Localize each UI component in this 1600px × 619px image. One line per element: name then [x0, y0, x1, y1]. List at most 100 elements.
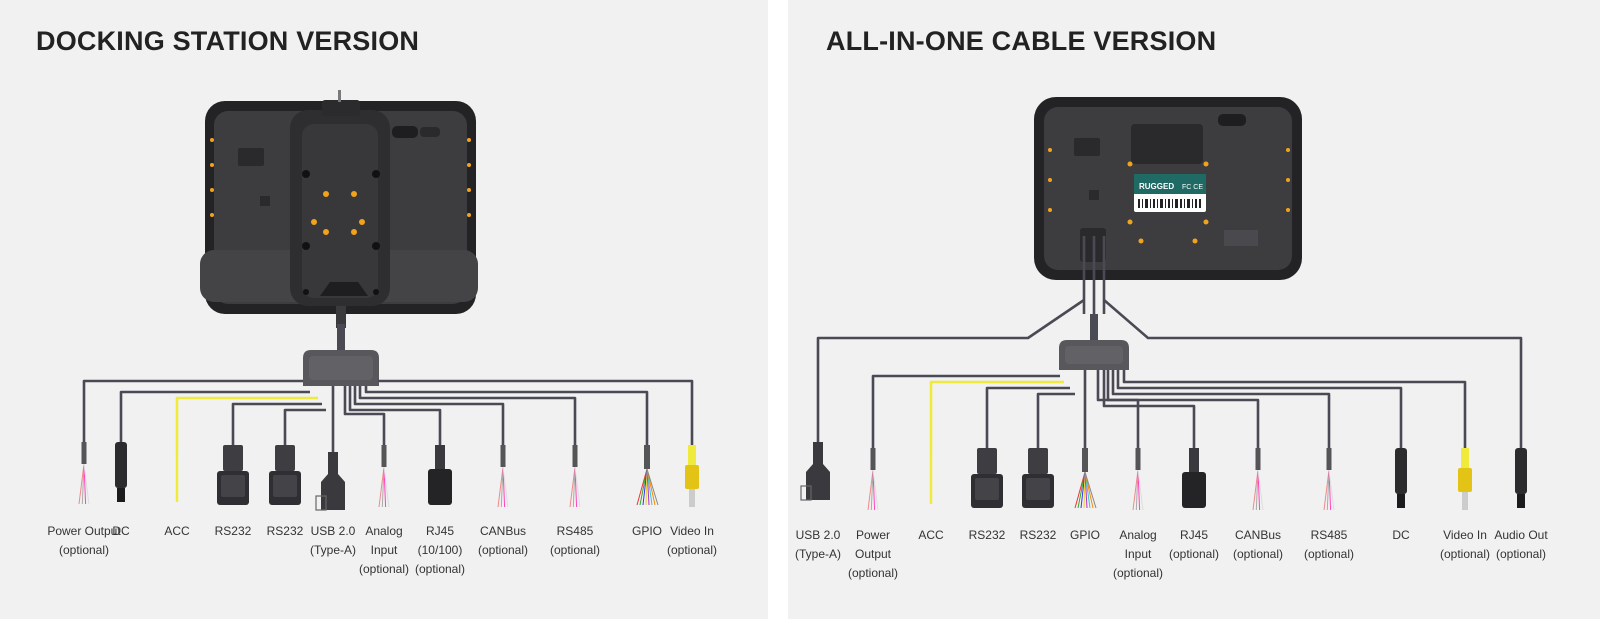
port-label: ACC — [129, 522, 225, 541]
wire-pigtail-icon — [78, 442, 90, 505]
port-label: RJ45 (optional) — [1146, 526, 1242, 564]
wire-pigtail-icon — [1132, 448, 1144, 511]
all-in-one-panel: ALL-IN-ONE CABLE VERSION RUGGED FC CE — [788, 0, 1600, 619]
port-label: RS232 — [990, 526, 1086, 545]
port-label-name: RJ45 — [1179, 528, 1208, 542]
tablet-with-dock-illustration — [200, 90, 478, 328]
port-label-name: RJ45 — [425, 524, 454, 538]
port-label-note: (optional) — [358, 562, 410, 576]
rca-icon — [1458, 448, 1472, 510]
db9-icon — [269, 445, 301, 505]
port-label-name: Analog — [1119, 528, 1157, 542]
port-label: Audio Out (optional) — [1473, 526, 1569, 564]
port-label: RS232 — [237, 522, 333, 541]
docking-station-panel: DOCKING STATION VERSION — [0, 0, 768, 619]
dc-plug-icon — [1395, 448, 1407, 508]
port-label-name: DC — [1392, 528, 1410, 542]
port-label-note: (optional) — [477, 543, 529, 557]
port-label-name: Input — [1124, 547, 1152, 561]
port-label-name: (10/100) — [417, 543, 463, 557]
docking-station-diagram — [78, 90, 699, 511]
docking-station-title: DOCKING STATION VERSION — [36, 26, 420, 56]
product-label-marks: FC CE — [1182, 184, 1203, 191]
db9-icon — [217, 445, 249, 505]
cable-harness — [816, 236, 1523, 454]
dc-plug-icon — [1515, 448, 1527, 508]
port-label-name: CANBus — [479, 524, 526, 538]
port-label: RS485 (optional) — [1281, 526, 1377, 564]
rj45-icon — [428, 445, 452, 505]
port-label-name: Video In — [1443, 528, 1487, 542]
port-label-note: (optional) — [847, 566, 899, 580]
cable-hub-connector — [303, 324, 379, 386]
wire-pigtail-icon — [497, 445, 509, 508]
port-label-name: GPIO — [1069, 528, 1100, 542]
port-label-name: GPIO — [631, 524, 662, 538]
wire-pigtail-icon — [867, 448, 879, 511]
rj45-icon — [1182, 448, 1206, 508]
port-label-name: DC — [112, 524, 130, 538]
port-label: GPIO — [1037, 526, 1133, 545]
port-label-name: Audio Out — [1494, 528, 1548, 542]
wire-pigtail-icon — [378, 445, 390, 508]
usb-a-icon — [800, 442, 830, 501]
all-in-one-title: ALL-IN-ONE CABLE VERSION — [826, 26, 1217, 56]
port-label: GPIO — [599, 522, 695, 541]
port-label: CANBus (optional) — [1210, 526, 1306, 564]
port-label: RS232 — [185, 522, 281, 541]
port-label: CANBus (optional) — [455, 522, 551, 560]
port-label: RS232 — [939, 526, 1035, 545]
port-label: Video In (optional) — [1417, 526, 1513, 564]
port-label-note: (optional) — [1495, 547, 1547, 561]
port-label-name: RS485 — [1310, 528, 1348, 542]
product-label-brand: RUGGED — [1139, 182, 1174, 191]
port-label-note: (optional) — [1303, 547, 1355, 561]
port-label: ACC — [883, 526, 979, 545]
port-label-name: ACC — [164, 524, 190, 538]
port-label-name: RS232 — [968, 528, 1006, 542]
dc-plug-icon — [115, 442, 127, 502]
wire-pigtail-icon — [1323, 448, 1335, 511]
port-label: USB 2.0 (Type-A) — [285, 522, 381, 560]
cable-hub-connector — [1059, 314, 1129, 370]
db9-icon — [971, 448, 1003, 508]
port-label-name: RS232 — [214, 524, 252, 538]
port-label-note: (optional) — [1168, 547, 1220, 561]
wire-pigtail-icon — [1252, 448, 1264, 511]
port-label-name: Power Output — [47, 524, 121, 538]
port-label-name: Output — [854, 547, 892, 561]
port-label: Video In (optional) — [644, 522, 740, 560]
gpio-pigtail-icon — [636, 445, 659, 506]
port-label-name: USB 2.0 — [795, 528, 841, 542]
port-label-note: (optional) — [1232, 547, 1284, 561]
port-label-note: (Type-A) — [794, 547, 841, 561]
port-label-note: (optional) — [58, 543, 110, 557]
port-label-note: (optional) — [1112, 566, 1164, 580]
port-label: Power Output (optional) — [36, 522, 132, 560]
port-label-note: (optional) — [1439, 547, 1491, 561]
port-label-name: RS232 — [1019, 528, 1057, 542]
db9-icon — [1022, 448, 1054, 508]
port-label-name: RS485 — [556, 524, 594, 538]
port-label-name: ACC — [918, 528, 944, 542]
port-label-note: (optional) — [414, 562, 466, 576]
port-label-note: (optional) — [666, 543, 718, 557]
port-label-name: CANBus — [1234, 528, 1281, 542]
port-label-name: RS232 — [266, 524, 304, 538]
all-in-one-diagram: RUGGED FC CE — [800, 97, 1527, 511]
port-label-note: (Type-A) — [309, 543, 356, 557]
port-label-name: USB 2.0 — [310, 524, 356, 538]
cable-harness — [82, 379, 694, 452]
port-label: DC — [73, 522, 169, 541]
port-label-name: Video In — [670, 524, 714, 538]
port-label-note: (optional) — [549, 543, 601, 557]
gpio-pigtail-icon — [1074, 448, 1097, 509]
port-label: RJ45 (10/100) (optional) — [392, 522, 488, 579]
usb-a-icon — [315, 452, 345, 511]
tablet-back-illustration: RUGGED FC CE — [1034, 97, 1302, 280]
wire-pigtail-icon — [569, 445, 581, 508]
port-label-name: Power — [855, 528, 890, 542]
port-label-name: Analog — [365, 524, 403, 538]
